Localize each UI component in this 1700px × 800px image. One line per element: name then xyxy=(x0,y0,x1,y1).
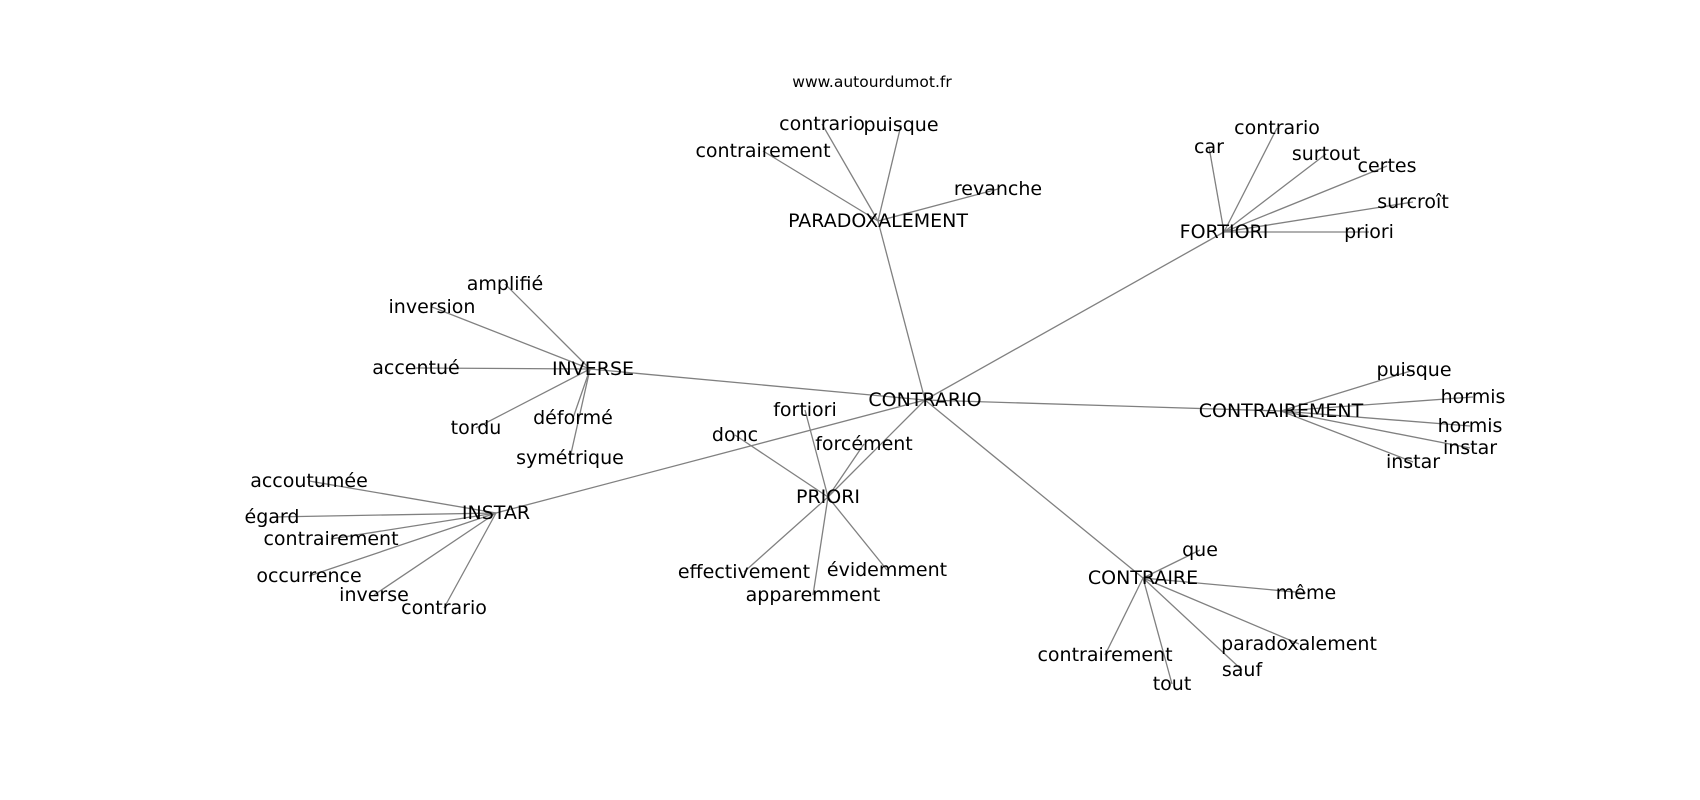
edge-inverse-deforme xyxy=(572,368,591,419)
word-node-evidemment[interactable]: évidemment xyxy=(827,559,947,581)
word-node-surtout[interactable]: surtout xyxy=(1292,143,1360,165)
word-node-effectivement[interactable]: effectivement xyxy=(678,561,810,583)
word-node-priori[interactable]: priori xyxy=(1344,221,1394,243)
word-node-symetrique[interactable]: symétrique xyxy=(516,447,624,469)
word-node-deforme[interactable]: déformé xyxy=(533,407,613,429)
edge-instar-egard xyxy=(271,512,497,518)
edge-center-contrairement xyxy=(924,399,1282,412)
edge-fortiori-certes xyxy=(1223,165,1388,233)
edge-center-instar xyxy=(495,399,926,514)
graph-edges xyxy=(271,123,1474,685)
credit-text: www.autourdumot.fr xyxy=(792,73,952,91)
word-node-inversion[interactable]: inversion xyxy=(389,296,476,318)
word-node-tordu[interactable]: tordu xyxy=(451,417,502,439)
edge-paradoxalement-revanche xyxy=(877,188,999,222)
word-node-forcement[interactable]: forcément xyxy=(815,433,913,455)
edge-priori-evidemment xyxy=(827,496,888,571)
word-node-puisque[interactable]: puisque xyxy=(863,114,938,136)
word-node-hormis[interactable]: hormis xyxy=(1438,415,1503,437)
edge-contraire-meme xyxy=(1142,577,1307,594)
edge-fortiori-surtout xyxy=(1223,153,1327,233)
edge-paradoxalement-contrairement xyxy=(762,150,879,222)
word-node-inverse[interactable]: inverse xyxy=(339,584,409,606)
word-node-car[interactable]: car xyxy=(1194,136,1224,158)
word-node-contrario[interactable]: contrario xyxy=(401,597,487,619)
edge-instar-inverse xyxy=(373,512,497,596)
edge-contraire-contrairement xyxy=(1104,577,1144,656)
graph-labels: www.autourdumot.fr contrariopuisquecontr… xyxy=(245,73,1506,695)
edge-instar-contrairement xyxy=(330,512,497,540)
word-node-contrairement[interactable]: contrairement xyxy=(1037,644,1172,666)
word-node-hormis[interactable]: hormis xyxy=(1441,386,1506,408)
edge-inverse-amplifie xyxy=(504,283,591,370)
edge-contraire-sauf xyxy=(1142,577,1243,671)
hub-node-contraire[interactable]: CONTRAIRE xyxy=(1088,567,1198,589)
word-node-egard[interactable]: égard xyxy=(245,506,300,528)
edge-inverse-inversion xyxy=(431,306,591,370)
word-node-donc[interactable]: donc xyxy=(712,424,758,446)
word-node-meme[interactable]: même xyxy=(1276,582,1336,604)
edge-inverse-tordu xyxy=(475,368,591,429)
edge-contrairement-puisque xyxy=(1280,369,1415,412)
word-node-contrairement[interactable]: contrairement xyxy=(695,140,830,162)
word-node-accoutumee[interactable]: accoutumée xyxy=(250,470,368,492)
edge-paradoxalement-contrario xyxy=(821,123,879,222)
word-node-contrario[interactable]: contrario xyxy=(779,113,865,135)
word-node-contrario[interactable]: contrario xyxy=(1234,117,1320,139)
edge-fortiori-contrario xyxy=(1223,127,1278,233)
hub-node-inverse[interactable]: INVERSE xyxy=(552,358,634,380)
hub-node-fortiori[interactable]: FORTIORI xyxy=(1180,221,1269,243)
edge-contrairement-hormis xyxy=(1280,396,1474,412)
edge-inverse-accentue xyxy=(415,367,591,370)
edge-priori-forcement xyxy=(827,443,865,498)
word-node-fortiori[interactable]: fortiori xyxy=(773,399,837,421)
edge-contraire-que xyxy=(1142,549,1201,579)
edge-priori-fortiori xyxy=(804,409,829,498)
edge-contrairement-hormis xyxy=(1280,410,1471,427)
word-node-que[interactable]: que xyxy=(1182,539,1218,561)
word-node-sauf[interactable]: sauf xyxy=(1222,659,1264,681)
word-node-instar[interactable]: instar xyxy=(1386,451,1440,473)
hub-node-contrairement[interactable]: CONTRAIREMENT xyxy=(1199,400,1364,422)
word-node-amplifie[interactable]: amplifié xyxy=(467,273,543,295)
word-node-apparemment[interactable]: apparemment xyxy=(746,584,881,606)
edge-paradoxalement-puisque xyxy=(877,124,902,222)
edge-contraire-paradoxalement xyxy=(1142,577,1300,645)
center-node[interactable]: CONTRARIO xyxy=(868,389,981,411)
word-node-certes[interactable]: certes xyxy=(1358,155,1417,177)
edge-inverse-symetrique xyxy=(569,368,591,459)
edge-fortiori-car xyxy=(1208,146,1225,233)
hub-node-instar[interactable]: INSTAR xyxy=(462,502,530,524)
edge-contraire-tout xyxy=(1142,577,1173,685)
edge-center-fortiori xyxy=(924,231,1225,401)
edge-instar-contrario xyxy=(443,512,497,609)
word-node-tout[interactable]: tout xyxy=(1153,673,1192,695)
word-node-instar[interactable]: instar xyxy=(1443,437,1497,459)
edge-contrairement-instar xyxy=(1280,410,1471,449)
edge-center-paradoxalement xyxy=(877,220,926,401)
word-node-puisque[interactable]: puisque xyxy=(1376,359,1451,381)
edge-priori-apparemment xyxy=(812,496,829,596)
hub-node-paradoxalement[interactable]: PARADOXALEMENT xyxy=(788,210,968,232)
word-node-accentue[interactable]: accentué xyxy=(372,357,459,379)
edge-center-priori xyxy=(827,399,926,498)
edge-instar-occurrence xyxy=(308,512,497,577)
word-node-revanche[interactable]: revanche xyxy=(954,178,1042,200)
word-node-paradoxalement[interactable]: paradoxalement xyxy=(1221,633,1377,655)
edge-fortiori-surcroit xyxy=(1223,201,1414,233)
edge-priori-effectivement xyxy=(743,496,829,573)
word-node-contrairement[interactable]: contrairement xyxy=(263,528,398,550)
edge-contrairement-instar xyxy=(1280,410,1414,463)
word-node-surcroit[interactable]: surcroît xyxy=(1377,191,1449,213)
edge-center-inverse xyxy=(589,368,926,401)
edge-instar-accoutumee xyxy=(308,480,497,514)
word-node-occurrence[interactable]: occurrence xyxy=(256,565,361,587)
hub-node-priori[interactable]: PRIORI xyxy=(796,486,860,508)
edge-center-contraire xyxy=(924,399,1144,579)
